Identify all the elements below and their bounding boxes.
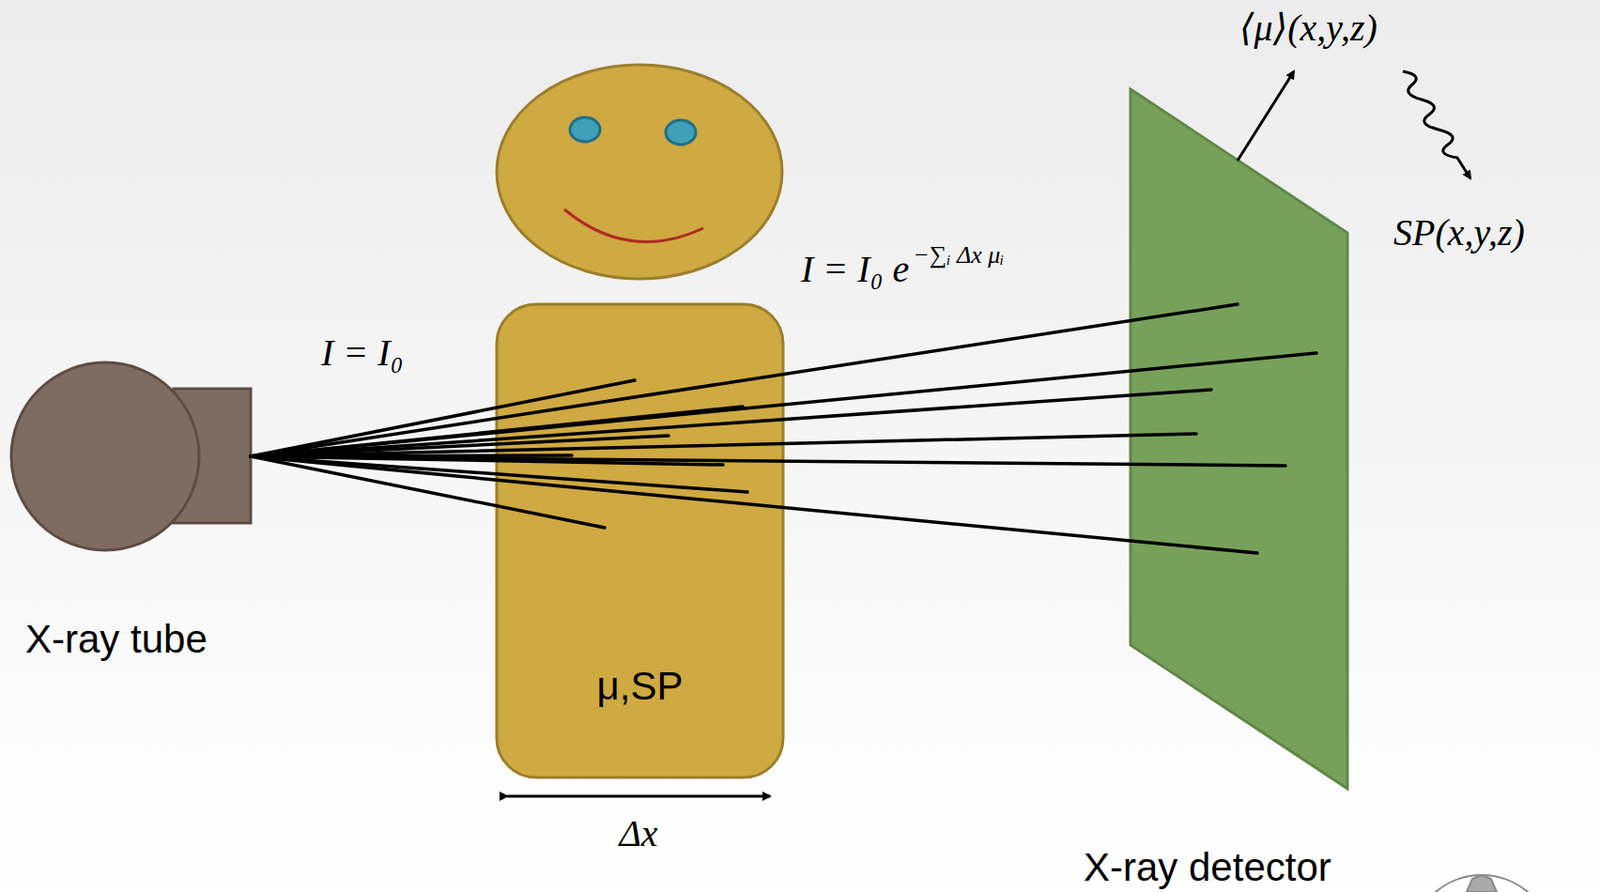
xray-tube [11,362,251,551]
dimension-label: Δx [618,815,658,853]
part-label: X-ray detector [1083,847,1332,888]
body-node: μ,SP [496,304,784,778]
quantity-label: SP(x,y,z) [1393,214,1525,252]
formula-exponent: −∑ᵢ Δx μᵢ [912,243,1004,268]
intensity-label: I = I₀ [321,334,404,372]
body-label: μ,SP [597,666,684,707]
dimension-arrow [507,795,770,799]
leader-arrow [1237,71,1294,161]
xray-beams [250,304,1317,554]
detector-node: X-ray detector [1130,89,1348,789]
formula-label: I = I₀ e [800,250,909,289]
part-label: X-ray tube [25,619,208,660]
wavy-arrow [1402,71,1471,179]
xray-tube-node: X-ray tube [9,360,254,554]
detector-panel [1130,89,1348,789]
university-seal [1410,875,1554,892]
quantity-label: ⟨μ⟩(x,y,z) [1239,9,1378,47]
